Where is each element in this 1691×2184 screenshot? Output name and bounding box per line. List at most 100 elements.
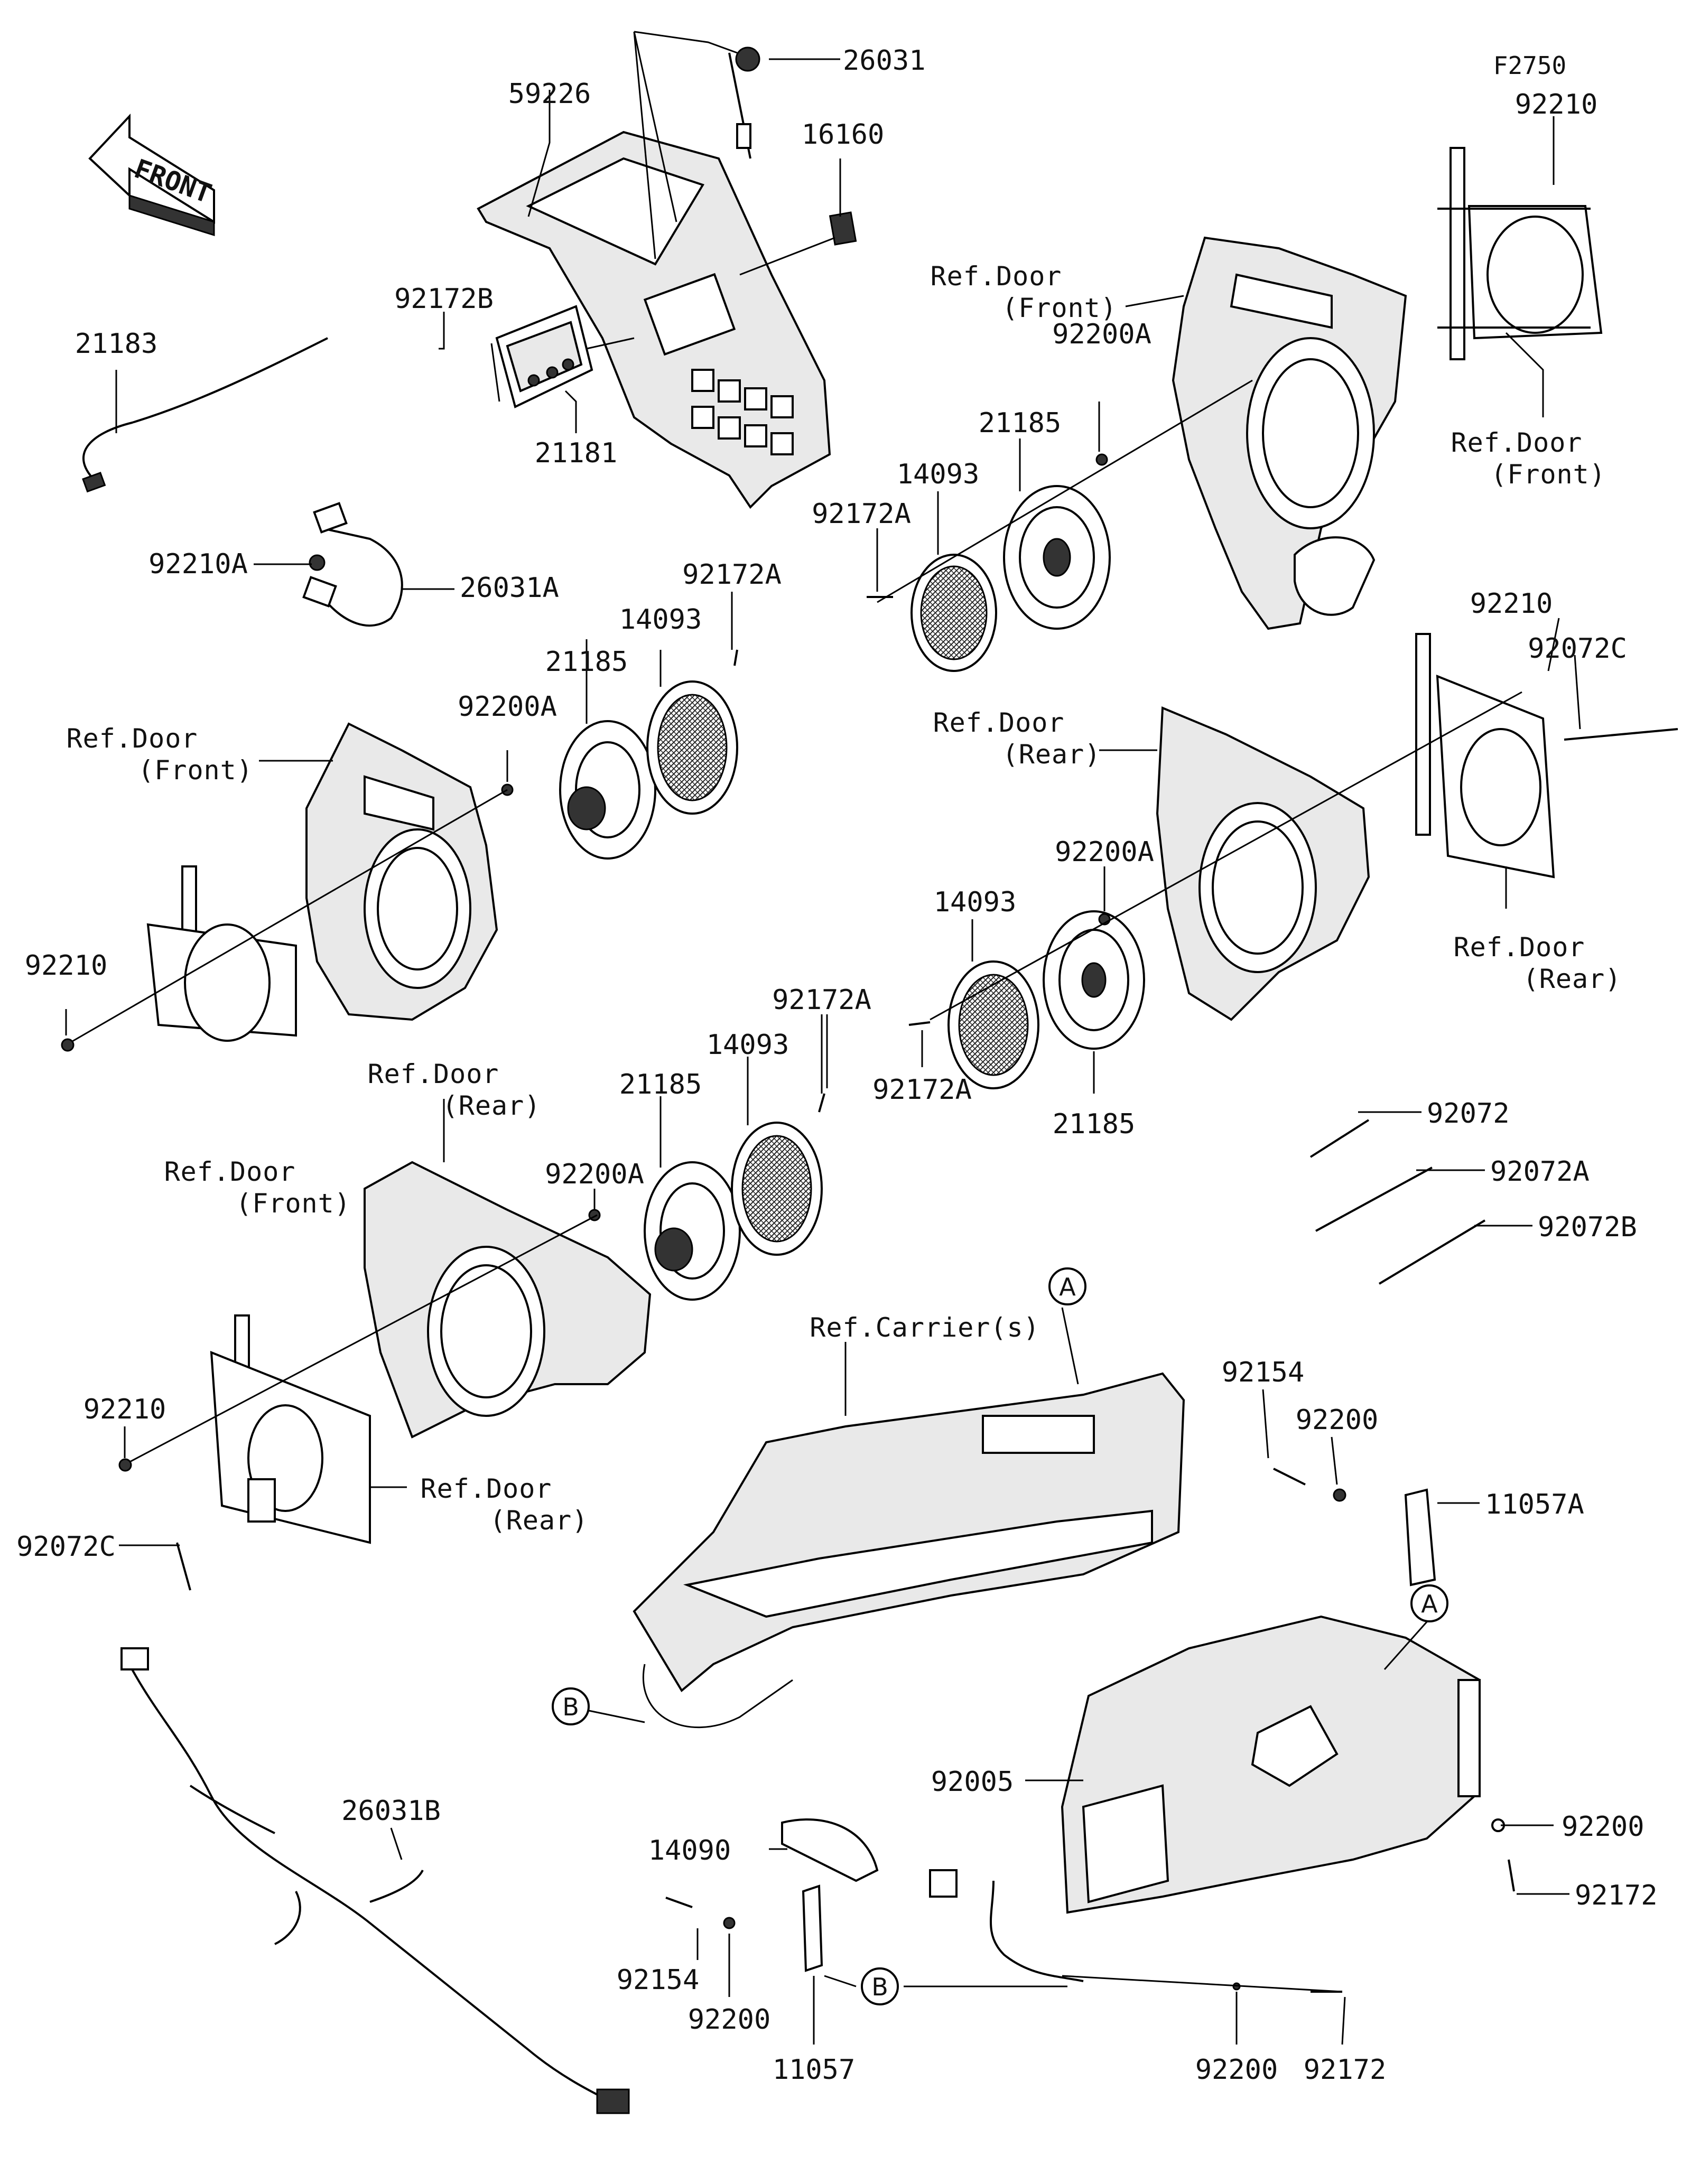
part-label-92072A: 92072A (1490, 1156, 1590, 1188)
part-label-92005: 92005 (931, 1766, 1014, 1798)
washer-92200-b-shape (723, 1917, 736, 1929)
part-label-92200-r2: 92200 (1562, 1811, 1644, 1843)
ref-door-rear-3-line2: (Rear) (442, 1090, 541, 1121)
speaker-14093-2-shape (646, 680, 738, 815)
part-label-11057: 11057 (773, 2054, 856, 2086)
part-label-92200A-3: 92200A (1055, 836, 1154, 868)
part-label-59226: 59226 (508, 78, 591, 110)
ref-door-rear-1-line2: (Rear) (1002, 739, 1101, 770)
nut-92210-bl-shape (118, 1458, 132, 1472)
screw-92154-r-shape (1273, 1468, 1306, 1486)
connector-subwoofer-shape (929, 1869, 958, 1898)
part-label-92200-b: 92200 (688, 2004, 771, 2036)
part-label-92172-bb: 92172 (1304, 2054, 1387, 2086)
frame-left-low-shape (210, 1314, 371, 1544)
callout-b-bottom: B (861, 1967, 899, 2005)
dash-panel-shape (477, 130, 831, 509)
ref-door-front-1-line1: Ref.Door (931, 261, 1062, 292)
speaker-21185-3-shape (1043, 910, 1145, 1050)
speaker-21185-1-shape (1003, 485, 1111, 630)
frame-left-mid-shape (146, 865, 297, 1042)
harness-26031A-shape (302, 502, 403, 627)
ref-door-rear-2-line2: (Rear) (1523, 964, 1622, 994)
part-label-92072C-l: 92072C (16, 1531, 116, 1563)
washer-92200-r1-shape (1333, 1488, 1346, 1502)
part-label-21185-3: 21185 (1053, 1108, 1136, 1140)
ref-carrier-label: Ref.Carrier(s) (810, 1312, 1039, 1343)
part-label-92072C-r: 92072C (1528, 633, 1627, 665)
speaker-14093-4-shape (731, 1122, 823, 1256)
screw-92154-b-shape (665, 1897, 693, 1908)
carrier-shape (633, 1372, 1185, 1729)
part-label-21183: 21183 (75, 328, 158, 360)
screw-92172A-2-shape (733, 649, 738, 666)
rear-door-left-shape (364, 1161, 652, 1439)
frame-right-mid-shape (1415, 633, 1555, 879)
leader-lines (65, 31, 1581, 2045)
tie-92072C-r-shape (1564, 728, 1678, 741)
ref-door-front-4-line2: (Front) (236, 1188, 351, 1219)
part-label-92172A-4: 92172A (772, 984, 871, 1016)
part-label-92210-tr: 92210 (1515, 89, 1598, 120)
part-label-26031A: 26031A (460, 572, 559, 604)
callout-a-top: A (1048, 1267, 1086, 1305)
antenna-cable-shape (82, 337, 328, 493)
part-label-92172A-2: 92172A (682, 559, 782, 591)
speaker-21185-4-shape (644, 1161, 741, 1301)
assembly-axis-4 (126, 1214, 598, 1464)
ref-door-rear-2-line1: Ref.Door (1454, 932, 1585, 963)
tie-92072-shape (1309, 1119, 1370, 1158)
part-label-11057A: 11057A (1485, 1489, 1584, 1520)
ref-door-front-2-line2: (Front) (1491, 459, 1606, 490)
rear-door-right-shape (1156, 706, 1370, 1021)
ref-door-front-4-line1: Ref.Door (164, 1156, 296, 1187)
part-label-92210-mr: 92210 (1470, 588, 1553, 620)
part-label-21185-2: 21185 (545, 646, 628, 678)
speaker-14093-1-shape (910, 554, 997, 672)
subwoofer-box-shape (1061, 1615, 1481, 1914)
ref-door-front-2-line1: Ref.Door (1451, 427, 1583, 458)
part-label-26031B: 26031B (341, 1795, 441, 1827)
part-label-92200-r1: 92200 (1296, 1404, 1379, 1436)
part-label-21185-1: 21185 (979, 407, 1062, 439)
ref-door-rear-4-line2: (Rear) (490, 1505, 589, 1536)
speaker-14093-3-shape (947, 960, 1039, 1089)
part-label-92172A-1: 92172A (812, 498, 911, 530)
radio-unit-shape (490, 305, 593, 408)
frame-right-top-shape (1437, 147, 1603, 360)
part-labels: 26031 59226 16160 92210 92172B 21183 211… (16, 45, 1657, 2086)
part-label-92210A: 92210A (148, 548, 248, 580)
part-label-14093-2: 14093 (619, 604, 702, 636)
ref-door-front-3-line2: (Front) (138, 755, 253, 786)
part-label-92200A-1: 92200A (1052, 319, 1151, 350)
nut-92210-ml-shape (61, 1038, 75, 1052)
part-label-92210-ml: 92210 (25, 950, 108, 982)
figure-code: F2750 (1493, 51, 1566, 80)
part-label-92172-r: 92172 (1575, 1880, 1658, 1911)
part-label-14093-1: 14093 (897, 459, 980, 490)
tie-92072C-l-shape (176, 1542, 191, 1591)
bracket-11057-shape (802, 1884, 823, 1972)
callout-a-right: A (1410, 1584, 1448, 1622)
part-label-92200A-4: 92200A (545, 1159, 644, 1190)
cover-14090-shape (781, 1818, 879, 1882)
assembly-axis-2 (68, 789, 508, 1044)
tie-92072A-shape (1315, 1166, 1433, 1232)
ref-door-rear-1-line1: Ref.Door (933, 707, 1065, 738)
ref-door-front-1-line2: (Front) (1002, 293, 1117, 323)
screw-92172-r-shape (1508, 1859, 1515, 1892)
callout-b-left: B (552, 1687, 590, 1725)
part-label-21181: 21181 (535, 437, 618, 469)
ref-door-rear-4-line1: Ref.Door (421, 1473, 552, 1504)
part-label-92210-bl: 92210 (83, 1394, 166, 1425)
ref-door-rear-3-line1: Ref.Door (368, 1059, 499, 1089)
speaker-21185-2-shape (559, 720, 656, 860)
harness-subwoofer-shape (990, 1880, 1084, 1982)
harness-26031B-shape (120, 1647, 630, 2114)
screw-92172A-3-shape (908, 1021, 931, 1026)
callout-b-bottom-letter: B (871, 1973, 888, 2001)
part-label-92072B: 92072B (1538, 1211, 1637, 1243)
reference-labels: Ref.Door (Front) Ref.Door (Front) Ref.Do… (67, 261, 1622, 1536)
bracket-11057A-shape (1404, 1488, 1436, 1586)
ref-door-front-3-line1: Ref.Door (67, 723, 198, 754)
